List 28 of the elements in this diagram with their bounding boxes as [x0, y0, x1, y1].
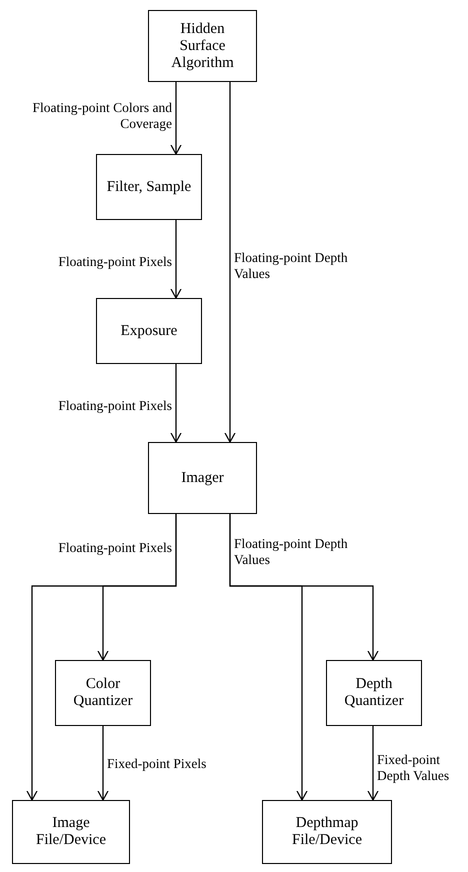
edge-label: Floating-point Pixels [58, 398, 172, 414]
process-box [262, 800, 392, 864]
process-box [96, 154, 202, 220]
arrow [170, 220, 182, 299]
process-box [148, 442, 257, 514]
process-box [12, 800, 130, 864]
box-label: Depth Quantizer [343, 676, 405, 710]
process-box [55, 660, 151, 726]
process-box [148, 10, 257, 82]
arrow [224, 82, 236, 443]
box-label: Image File/Device [35, 815, 107, 849]
arrow [97, 726, 109, 801]
arrow [229, 514, 379, 661]
edge-label: Floating-point Pixels [58, 540, 172, 556]
edge-label: Fixed-point Pixels [107, 756, 206, 772]
box-label: Color Quantizer [72, 676, 134, 710]
process-box [326, 660, 422, 726]
arrow [170, 364, 182, 443]
edge-label: Floating-point Pixels [58, 254, 172, 270]
arrow [97, 514, 177, 661]
arrow [367, 726, 379, 801]
box-label: Exposure [120, 322, 178, 340]
box-label: Hidden Surface Algorithm [170, 20, 235, 72]
box-label: Depthmap File/Device [291, 815, 363, 849]
arrow [170, 82, 182, 155]
box-label: Imager [181, 470, 224, 486]
process-box [96, 298, 202, 364]
box-label: Filter, Sample [106, 178, 192, 196]
